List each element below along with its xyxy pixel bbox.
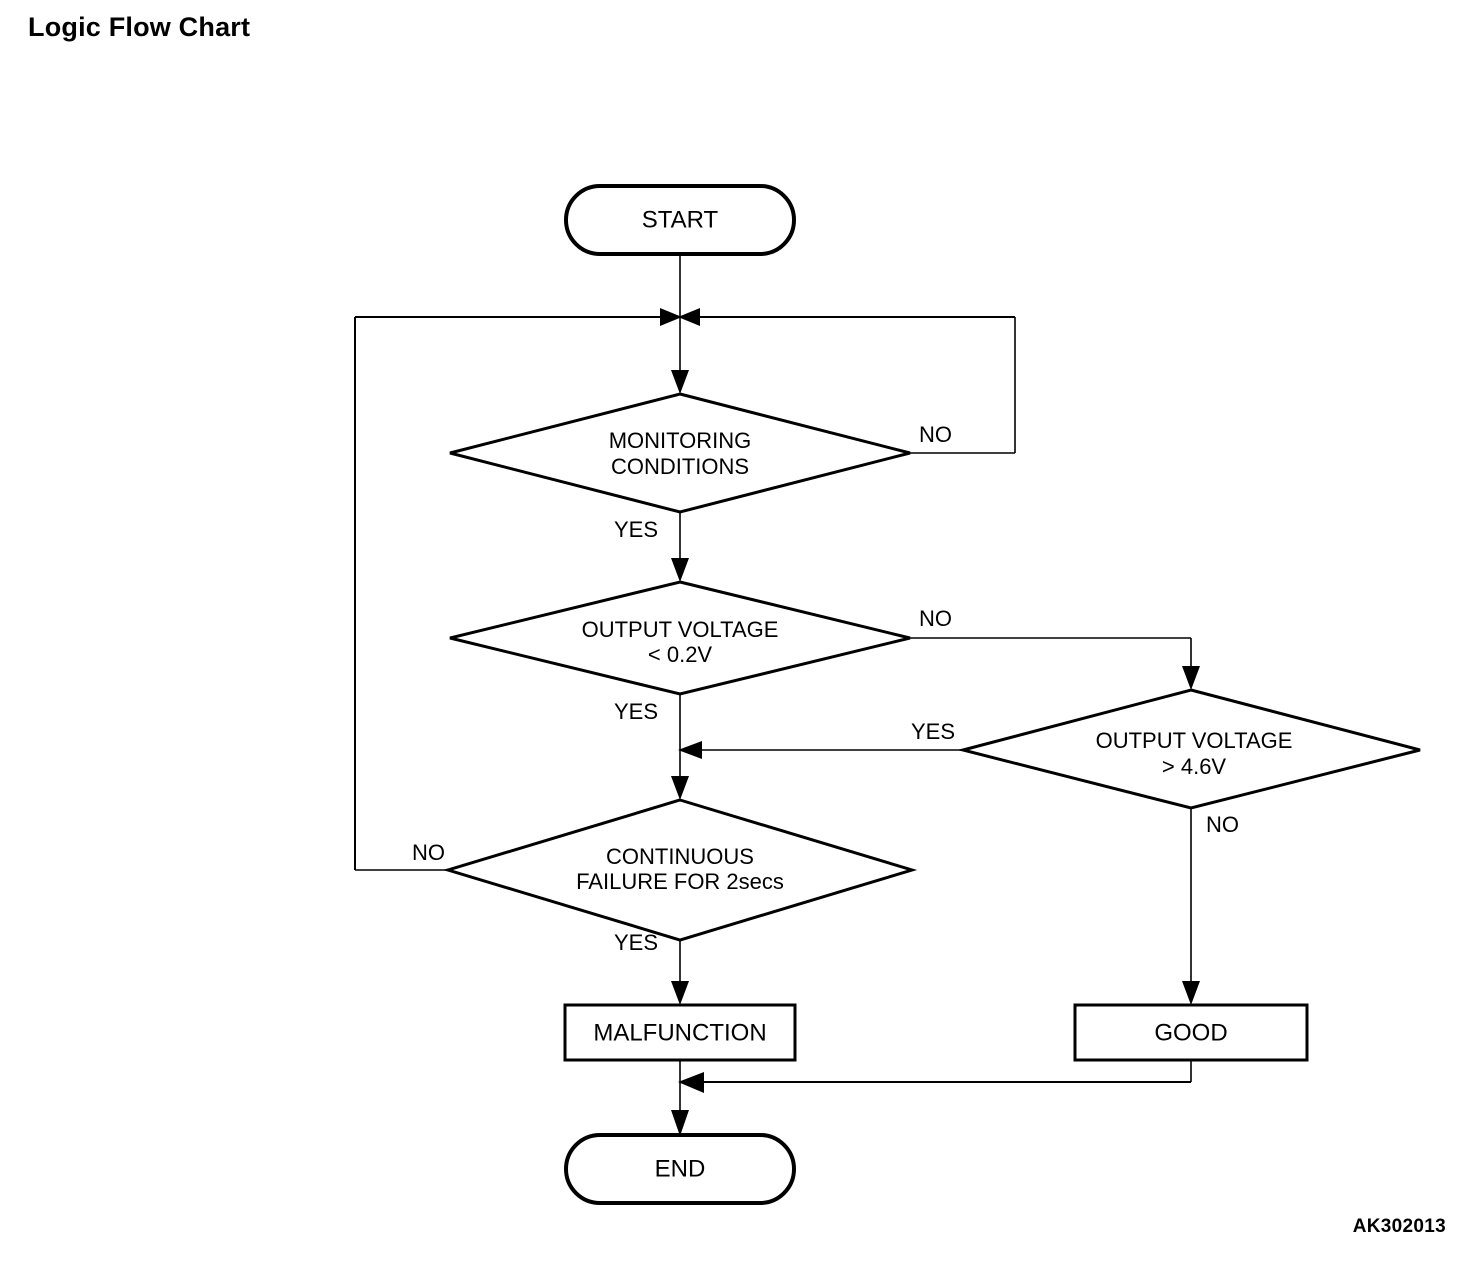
figure-code: AK302013 (1352, 1216, 1446, 1237)
continuous-failure-label-line2: FAILURE FOR 2secs (576, 869, 784, 894)
node-output-voltage-high: OUTPUT VOLTAGE > 4.6V (957, 688, 1421, 810)
continuous-failure-label-line1: CONTINUOUS (606, 844, 754, 869)
edge-label-continuous-failure-yes: YES (614, 930, 658, 955)
arrow-into-voltage-low (671, 558, 689, 582)
arrow-voltage-high-yes-into-trunk (678, 741, 702, 759)
arrow-into-voltage-high (1182, 666, 1200, 690)
node-malfunction: MALFUNCTION (563, 1003, 797, 1062)
monitoring-conditions-label-line2: CONDITIONS (611, 454, 749, 479)
arrow-good-into-end-trunk (678, 1072, 704, 1093)
malfunction-label: MALFUNCTION (593, 1019, 766, 1046)
good-shape (1073, 1003, 1309, 1062)
page-title: Logic Flow Chart (28, 12, 251, 42)
node-end: END (564, 1133, 796, 1205)
arrow-into-monitoring (671, 370, 689, 394)
output-voltage-high-label-line2: > 4.6V (1162, 754, 1227, 779)
malfunction-shape (563, 1003, 797, 1062)
edge-label-continuous-failure-no: NO (412, 840, 445, 865)
good-label: GOOD (1154, 1019, 1227, 1046)
node-continuous-failure: CONTINUOUS FAILURE FOR 2secs (442, 798, 918, 942)
edge-label-voltage-low-yes: YES (614, 699, 658, 724)
edge-label-monitoring-yes: YES (614, 517, 658, 542)
edge-label-voltage-high-no: NO (1206, 812, 1239, 837)
node-start: START (564, 184, 796, 256)
arrow-into-good (1182, 981, 1200, 1005)
arrow-into-end (671, 1110, 689, 1136)
output-voltage-high-label-line1: OUTPUT VOLTAGE (1096, 728, 1293, 753)
monitoring-conditions-label-line1: MONITORING (609, 428, 752, 453)
node-good: GOOD (1073, 1003, 1309, 1062)
arrow-into-continuous-failure (671, 776, 689, 800)
edge-label-voltage-low-no: NO (919, 606, 952, 631)
output-voltage-low-label-line1: OUTPUT VOLTAGE (582, 617, 779, 642)
arrow-loopback-right-into-junction (678, 308, 700, 326)
node-output-voltage-low: OUTPUT VOLTAGE < 0.2V (449, 580, 911, 696)
end-shape (564, 1133, 796, 1205)
arrow-loopback-left-into-junction (660, 308, 682, 326)
start-label: START (642, 206, 719, 233)
node-monitoring-conditions: MONITORING CONDITIONS (449, 392, 911, 514)
output-voltage-low-label-line2: < 0.2V (648, 642, 713, 667)
end-label: END (655, 1155, 706, 1182)
arrow-into-malfunction (671, 981, 689, 1005)
edge-label-monitoring-no: NO (919, 422, 952, 447)
edge-label-voltage-high-yes: YES (911, 719, 955, 744)
